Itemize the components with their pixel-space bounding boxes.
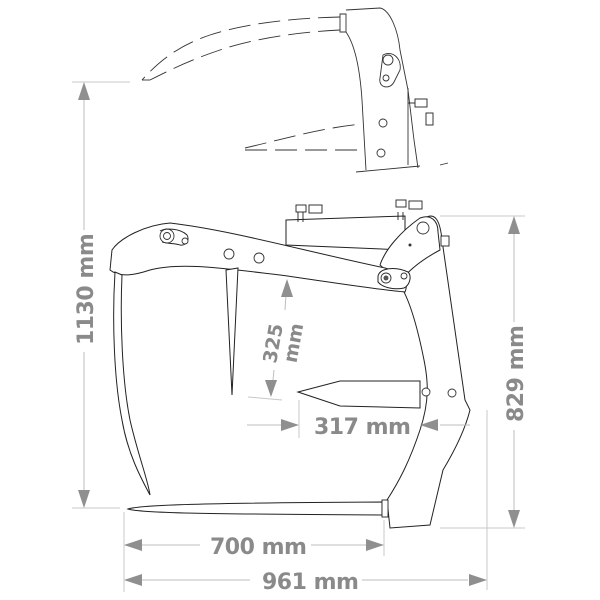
dimension-tine-gap-vertical: 325 mm bbox=[247, 279, 308, 401]
dimension-overall-height: 1130 mm bbox=[72, 81, 130, 509]
dim-label-961: 961 mm bbox=[262, 570, 358, 595]
dim-label-317: 317 mm bbox=[314, 415, 410, 440]
dimension-tine-gap-horizontal: 317 mm bbox=[247, 400, 470, 440]
dim-label-700: 700 mm bbox=[210, 535, 306, 560]
open-position-ghost bbox=[141, 7, 449, 173]
dimension-overall-length: 961 mm bbox=[124, 570, 487, 595]
dimension-fork-length: 700 mm bbox=[123, 512, 385, 592]
dim-label-829: 829 mm bbox=[504, 326, 529, 422]
closed-position bbox=[109, 199, 471, 529]
dimension-frame-height: 829 mm bbox=[440, 215, 529, 590]
dim-label-1130: 1130 mm bbox=[74, 234, 99, 345]
